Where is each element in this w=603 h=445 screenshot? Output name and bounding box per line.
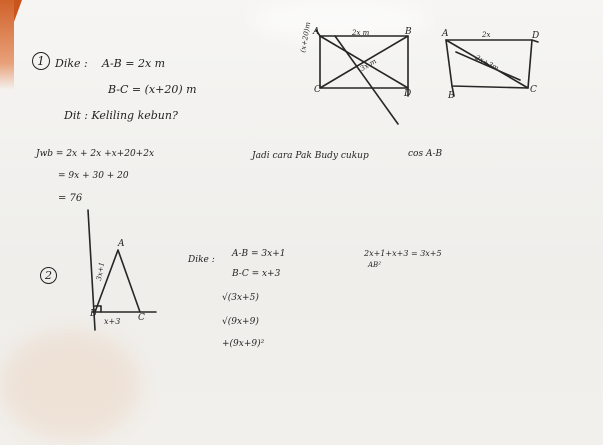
problem-1-given-bc: B-C = (x+20) m: [108, 83, 197, 96]
problem-1-number: 1: [32, 52, 50, 70]
rect1-label-c: C: [314, 85, 321, 95]
problem-2-sqrt-2: √(9x+9): [222, 317, 259, 327]
problem-1-dike-label: Dike :: [55, 57, 88, 70]
problem-1-note: Jadi cara Pak Budy cukup: [252, 151, 369, 161]
rect1-label-a: A: [313, 27, 320, 37]
rect1-label-b: B: [405, 27, 412, 37]
rect1-top-label: 2x m: [352, 29, 370, 37]
problem-2-square: +(9x+9)²: [222, 339, 265, 349]
problem-2-given-bc: B-C = x+3: [232, 269, 281, 279]
rect2-label-d: D: [532, 31, 540, 41]
triangle-label-c: C: [138, 313, 145, 323]
problem-2-sqrt-1: √(3x+5): [222, 293, 259, 303]
rect1-label-d: D: [404, 89, 412, 99]
rect2-top-label: 2x: [482, 31, 491, 39]
problem-2-side-note: 2x+1+x+3 = 3x+5: [364, 249, 442, 258]
triangle-base-label: x+3: [104, 317, 121, 326]
problem-1-given-ab: A-B = 2x m: [102, 57, 166, 70]
rect2-label-b: B: [448, 91, 455, 101]
problem-1-work-line-2: = 9x + 30 + 20: [58, 171, 129, 181]
problem-2-given-ab: A-B = 3x+1: [232, 249, 286, 259]
triangle-label-b: B: [90, 309, 97, 319]
triangle-label-a: A: [118, 239, 125, 249]
paper-smudge: [0, 330, 140, 440]
problem-1-note-2: cos A-B: [408, 149, 443, 159]
problem-1-ask: Dit : Keliling kebun?: [64, 109, 178, 122]
problem-2-number: 2: [40, 266, 57, 284]
problem-1-work-line-1: Jwb = 2x + 2x +x+20+2x: [36, 149, 155, 159]
paper-smudge: [250, 0, 430, 40]
rect2-label-a: A: [442, 29, 449, 39]
problem-2-side-note-2: AB²: [368, 261, 382, 269]
problem-1-work-line-3: = 76: [58, 193, 83, 204]
orange-corner-fade: [0, 0, 14, 90]
rect2-label-c: C: [530, 85, 537, 95]
problem-2-dike-label: Dike :: [188, 255, 215, 265]
